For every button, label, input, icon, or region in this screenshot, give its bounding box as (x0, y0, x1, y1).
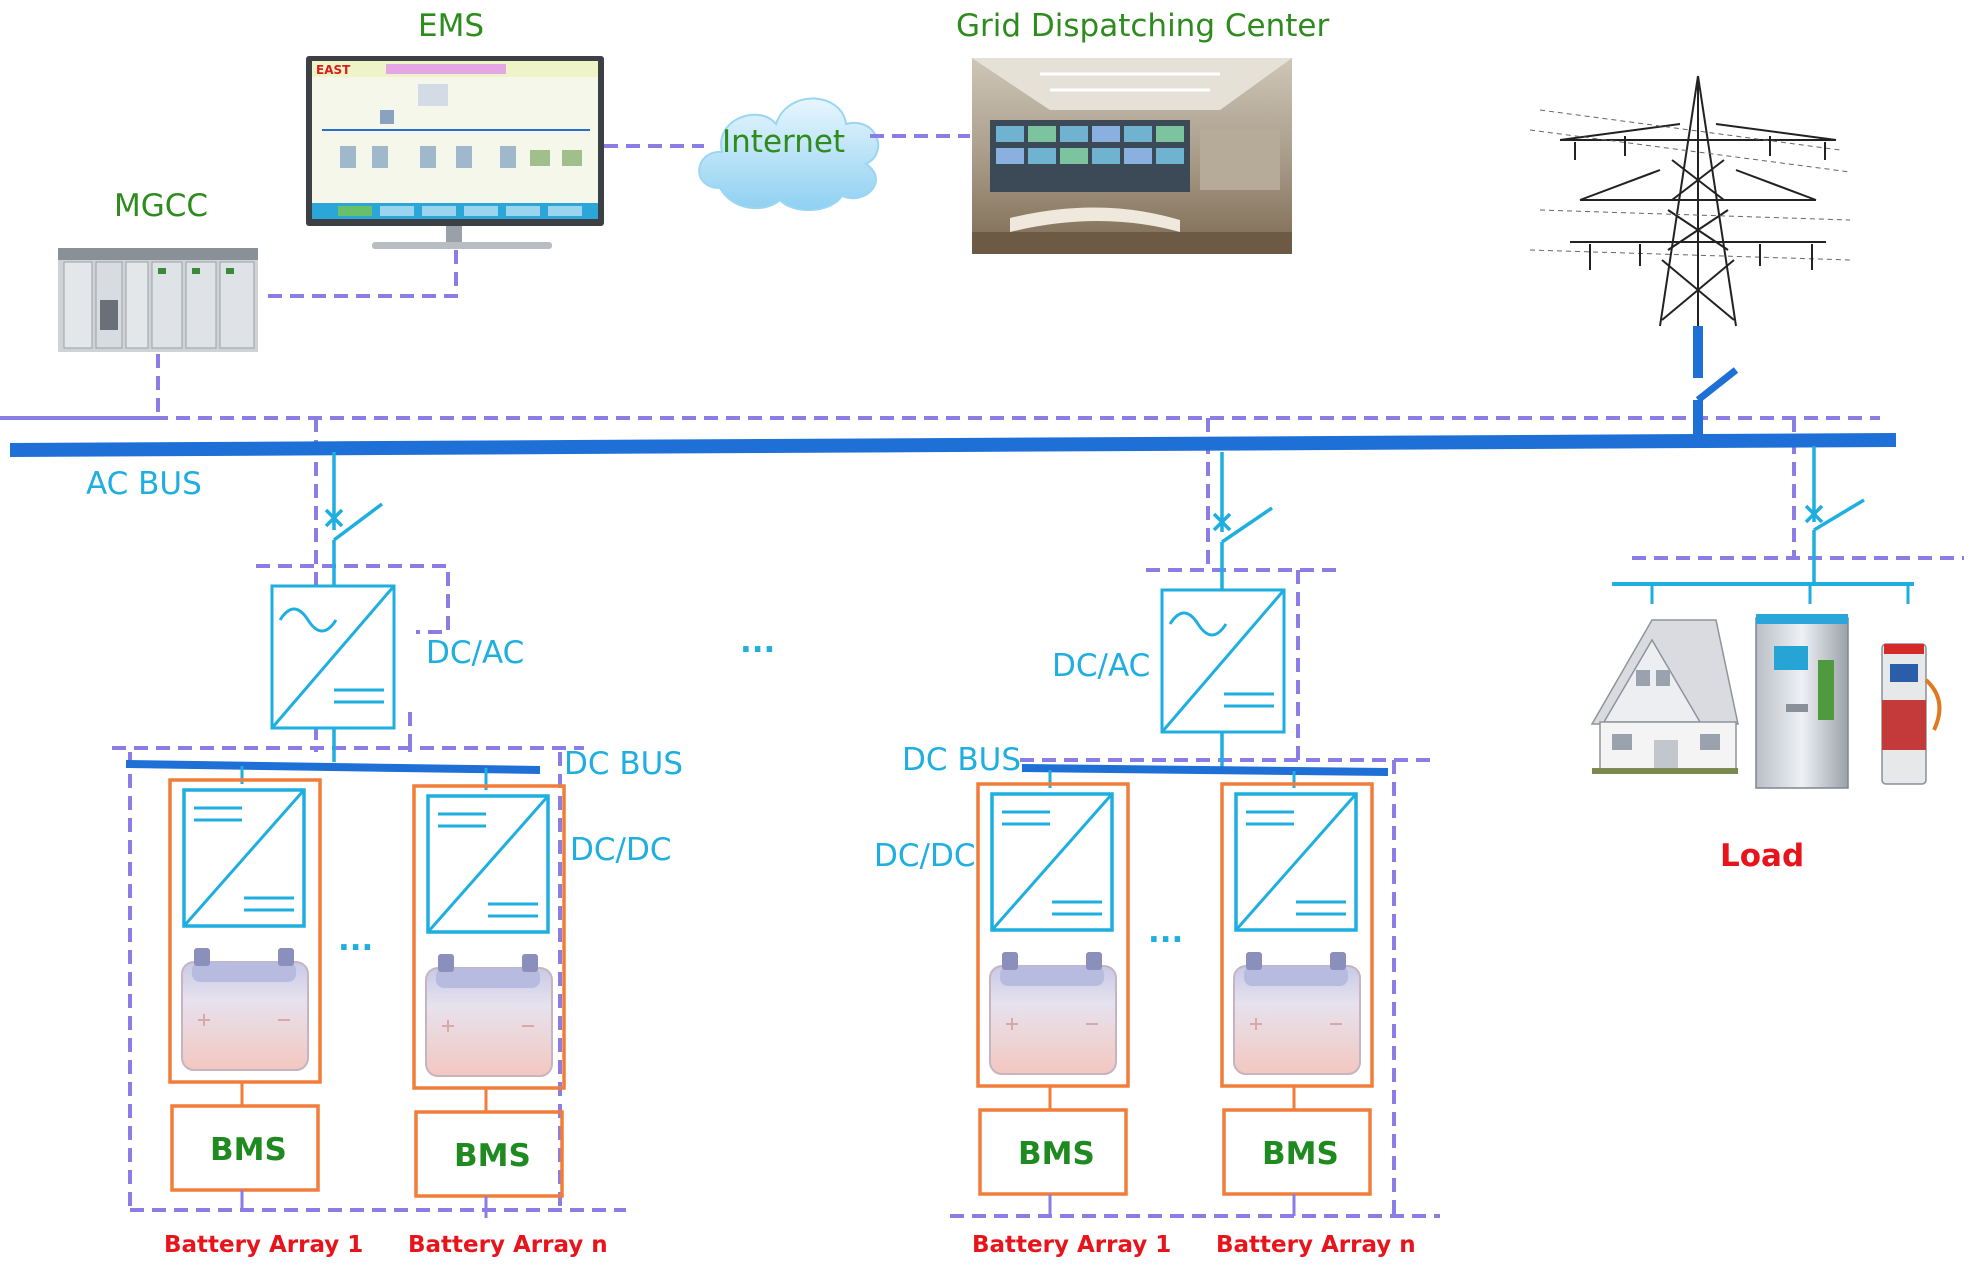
breaker-switch-icon (324, 452, 384, 588)
bms-label: BMS (454, 1138, 531, 1174)
dc-bus-line-right (1021, 764, 1389, 776)
ac-bus-line (9, 433, 1897, 457)
grid-center-label: Grid Dispatching Center (956, 8, 1329, 44)
bms-label: BMS (1262, 1136, 1339, 1172)
battery-unit: BMS Battery Array n (1216, 771, 1416, 1258)
battery-array-1-label: Battery Array 1 (164, 1232, 363, 1258)
battery-unit: BMS Battery Array n (408, 768, 608, 1258)
control-room-icon (972, 58, 1292, 254)
bms-box (414, 1110, 564, 1198)
battery-array-n-label: Battery Array n (408, 1232, 608, 1258)
internet-label: Internet (722, 124, 845, 160)
bms-box (170, 1104, 320, 1192)
bms-box (1222, 1108, 1372, 1196)
dc-ac-label-right: DC/AC (1052, 648, 1150, 684)
plc-rack-icon (58, 248, 258, 352)
battery-icon (181, 948, 309, 1071)
battery-enclosure (1220, 782, 1374, 1088)
battery-enclosure (168, 778, 322, 1084)
ems-screen-brand: EAST (316, 63, 351, 77)
transmission-tower-icon (1529, 75, 1851, 327)
dc-bus-line-left (125, 760, 541, 774)
battery-icon (425, 954, 553, 1077)
bms-label: BMS (1018, 1136, 1095, 1172)
dc-ac-label-left: DC/AC (426, 635, 524, 671)
battery-array-n-label: Battery Array n (1216, 1232, 1416, 1258)
ac-bus-label: AC BUS (86, 466, 202, 502)
cloud-icon (698, 97, 879, 212)
dcdc-converter-icon (990, 792, 1114, 932)
battery-icon (1233, 952, 1361, 1075)
charging-cabinet-icon (1755, 614, 1849, 789)
dcdc-converter-icon (1234, 792, 1358, 932)
battery-unit: BMS Battery Array 1 (972, 770, 1171, 1258)
bms-label: BMS (210, 1132, 287, 1168)
battery-enclosure (976, 782, 1130, 1088)
ellipsis-branches: ··· (740, 632, 775, 668)
ellipsis-units: ··· (338, 930, 373, 966)
house-icon (1590, 619, 1739, 774)
dc-bus-label-left: DC BUS (564, 746, 683, 782)
comm-network (0, 134, 1964, 1218)
monitor-icon: EAST (306, 56, 604, 249)
inverter-icon (1160, 588, 1286, 734)
bms-box (978, 1108, 1128, 1196)
dc-dc-label-left: DC/DC (570, 832, 671, 868)
mgcc-label: MGCC (114, 188, 208, 224)
ellipsis-units: ··· (1148, 922, 1183, 958)
dcdc-converter-icon (426, 794, 550, 934)
battery-enclosure (412, 784, 566, 1090)
dcdc-converter-icon (182, 788, 306, 928)
dc-bus-label-right: DC BUS (902, 742, 1021, 778)
breaker-switch-icon (1804, 446, 1865, 584)
dc-dc-label-right: DC/DC (874, 838, 975, 874)
grid-breaker-switch (1693, 326, 1739, 444)
battery-array-1-label: Battery Array 1 (972, 1232, 1171, 1258)
load-label: Load (1720, 838, 1804, 874)
breaker-switch-icon (1212, 452, 1273, 592)
battery-icon (989, 952, 1117, 1075)
inverter-icon (270, 584, 396, 730)
ev-charger-icon (1881, 643, 1942, 785)
ems-label: EMS (418, 8, 484, 44)
battery-unit: BMS Battery Array 1 (164, 766, 363, 1258)
